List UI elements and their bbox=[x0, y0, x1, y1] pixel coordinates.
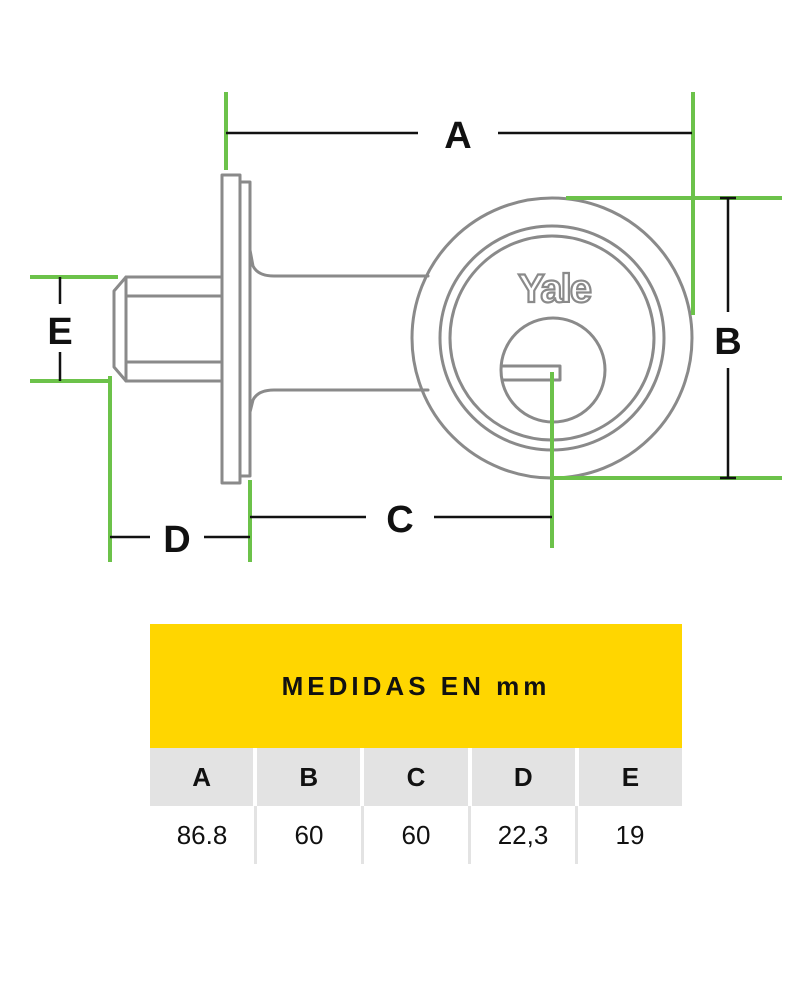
keyway-slot bbox=[501, 364, 562, 382]
cylinder-lock-diagram: Yale A B C D E bbox=[30, 92, 782, 562]
flange-outer bbox=[220, 173, 242, 485]
header-cell-d: D bbox=[472, 748, 579, 806]
measurements-table: MEDIDAS EN mm A B C D E 86.8 60 60 22,3 … bbox=[150, 624, 682, 864]
lock-drawing bbox=[112, 173, 694, 485]
value-cell-a: 86.8 bbox=[150, 806, 257, 864]
table-title: MEDIDAS EN mm bbox=[150, 624, 682, 748]
value-cell-b: 60 bbox=[257, 806, 364, 864]
table-value-row: 86.8 60 60 22,3 19 bbox=[150, 806, 682, 864]
header-cell-a: A bbox=[150, 748, 258, 806]
dim-label-c: C bbox=[386, 499, 413, 541]
header-cell-b: B bbox=[257, 748, 365, 806]
neck-top bbox=[248, 248, 430, 278]
table-header-row: A B C D E bbox=[150, 748, 682, 806]
value-cell-c: 60 bbox=[364, 806, 471, 864]
neck-bottom bbox=[248, 388, 430, 414]
dim-label-d: D bbox=[163, 519, 190, 561]
dim-label-a: A bbox=[444, 115, 471, 157]
dim-label-e: E bbox=[47, 311, 72, 353]
tail-piece bbox=[112, 275, 224, 383]
value-cell-e: 19 bbox=[615, 819, 645, 850]
header-cell-e: E bbox=[621, 761, 640, 792]
dim-label-b: B bbox=[714, 321, 741, 363]
header-cell-c: C bbox=[364, 748, 472, 806]
dimension-lines bbox=[58, 131, 736, 539]
brand-logo: Yale bbox=[518, 267, 591, 311]
flange-inner bbox=[238, 180, 252, 478]
value-cell-d: 22,3 bbox=[471, 806, 578, 864]
guide-lines bbox=[30, 92, 782, 562]
